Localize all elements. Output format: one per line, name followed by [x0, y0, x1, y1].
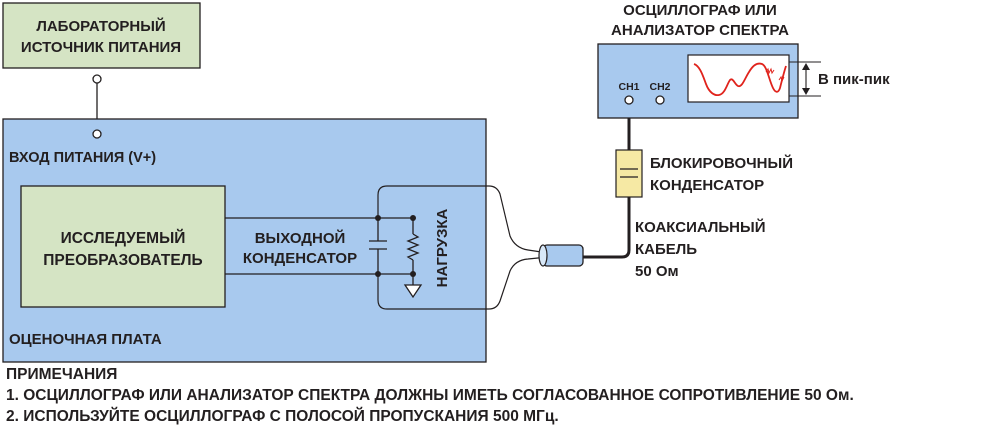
- blocking-capacitor-symbol: [620, 168, 638, 178]
- junction-top-right: [410, 215, 416, 221]
- coax-label-line2: КАБЕЛЬ: [635, 241, 697, 258]
- output-capacitor-symbol: [369, 218, 387, 274]
- power-supply-box: [2, 2, 201, 69]
- ch2-label: CH2: [649, 81, 670, 93]
- ground-icon: [403, 284, 423, 299]
- coax-connector: [538, 244, 584, 267]
- scope-title-line2: АНАЛИЗАТОР СПЕКТРА: [611, 22, 789, 39]
- coax-label-line1: КОАКСИАЛЬНЫЙ: [635, 218, 765, 236]
- blocking-capacitor-label-line1: БЛОКИРОВОЧНЫЙ: [650, 154, 793, 172]
- coax-label-line3: 50 Ом: [635, 263, 679, 280]
- ptp-dimension: [789, 61, 821, 97]
- note-item: 1. ОСЦИЛЛОГРАФ ИЛИ АНАЛИЗАТОР СПЕКТРА ДО…: [6, 387, 854, 404]
- ch2-input-jack: [655, 95, 665, 105]
- dut-box: [20, 185, 226, 308]
- scope-waveform: [693, 62, 787, 97]
- scope-title-line1: ОСЦИЛЛОГРАФ ИЛИ: [623, 2, 777, 19]
- power-supply-label-line1: ЛАБОРАТОРНЫЙ: [36, 17, 165, 35]
- power-supply-terminal: [92, 74, 102, 84]
- power-input-terminal: [92, 129, 102, 139]
- note-item: 2. ИСПОЛЬЗУЙТЕ ОСЦИЛЛОГРАФ С ПОЛОСОЙ ПРО…: [6, 408, 559, 425]
- output-capacitor-label-line1: ВЫХОДНОЙ: [255, 229, 346, 247]
- power-input-label: ВХОД ПИТАНИЯ (V+): [9, 150, 156, 166]
- output-capacitor-label-line2: КОНДЕНСАТОР: [243, 250, 357, 267]
- ch1-label: CH1: [618, 81, 639, 93]
- dut-label-line1: ИССЛЕДУЕМЫЙ: [61, 229, 186, 247]
- coax-cable: [583, 92, 631, 259]
- ch1-input-jack: [624, 95, 634, 105]
- notes-title: ПРИМЕЧАНИЯ: [6, 366, 118, 383]
- scope-waveform-ripple: [765, 67, 785, 83]
- load-label: НАГРУЗКА: [434, 208, 451, 287]
- ptp-label: В пик-пик: [818, 71, 890, 88]
- blocking-capacitor-box: [615, 149, 643, 198]
- blocking-capacitor-label-line2: КОНДЕНСАТОР: [650, 177, 764, 194]
- notes-section: ПРИМЕЧАНИЯ 1. ОСЦИЛЛОГРАФ ИЛИ АНАЛИЗАТОР…: [6, 364, 1000, 427]
- evaluation-board-label: ОЦЕНОЧНАЯ ПЛАТА: [9, 331, 162, 348]
- probe-ground-return: [377, 256, 549, 310]
- dut-label-line2: ПРЕОБРАЗОВАТЕЛЬ: [43, 252, 202, 269]
- power-supply-label-line2: ИСТОЧНИК ПИТАНИЯ: [21, 39, 181, 56]
- probe-loop: [377, 185, 549, 254]
